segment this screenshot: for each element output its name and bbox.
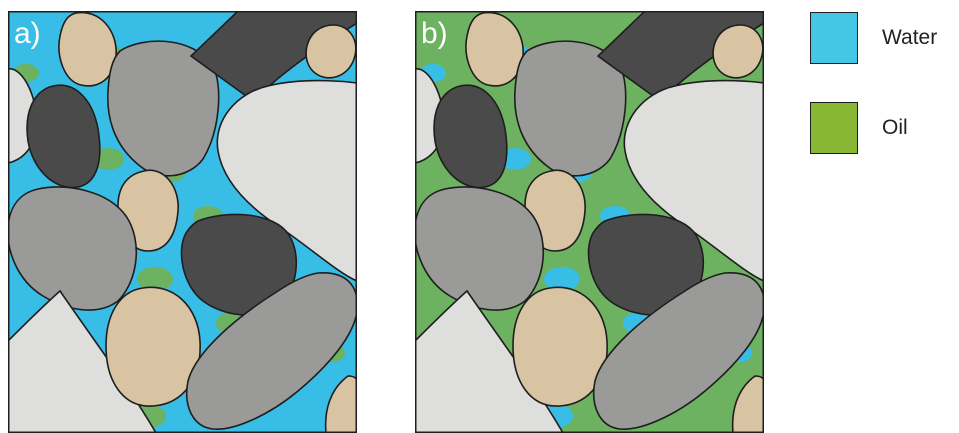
grain-tan-top xyxy=(58,11,117,87)
grain-dark-left xyxy=(26,84,101,189)
oil-swatch xyxy=(810,102,858,154)
water-swatch xyxy=(810,12,858,64)
legend-item-water: Water xyxy=(810,12,959,64)
panel-label-b: b) xyxy=(421,17,448,50)
legend-item-oil: Oil xyxy=(810,102,959,154)
grain-tan-topright xyxy=(712,24,764,79)
grain-light-bottomleft xyxy=(8,289,157,433)
panel-label-a: a) xyxy=(14,17,41,50)
panel-frame xyxy=(415,11,764,433)
pore-diagram-a xyxy=(8,11,357,433)
water-label: Water xyxy=(882,26,938,49)
fluid-droplet xyxy=(544,267,580,291)
fluid-droplet xyxy=(137,267,173,291)
grain-tan-top xyxy=(465,11,524,87)
pore-diagram-b xyxy=(415,11,764,433)
grain-tan-bottomright xyxy=(324,375,357,433)
grain-tan-bottomright xyxy=(731,375,764,433)
grain-dark-left xyxy=(433,84,508,189)
panel-a: a) xyxy=(8,11,357,433)
panel-frame xyxy=(8,11,357,433)
legend: Water Oil xyxy=(810,12,959,162)
panel-b: b) xyxy=(415,11,764,433)
grain-light-bottomleft xyxy=(415,289,564,433)
grain-tan-topright xyxy=(305,24,357,79)
oil-label: Oil xyxy=(882,116,908,139)
grain-tan-bottom xyxy=(105,286,201,407)
grain-tan-bottom xyxy=(512,286,608,407)
